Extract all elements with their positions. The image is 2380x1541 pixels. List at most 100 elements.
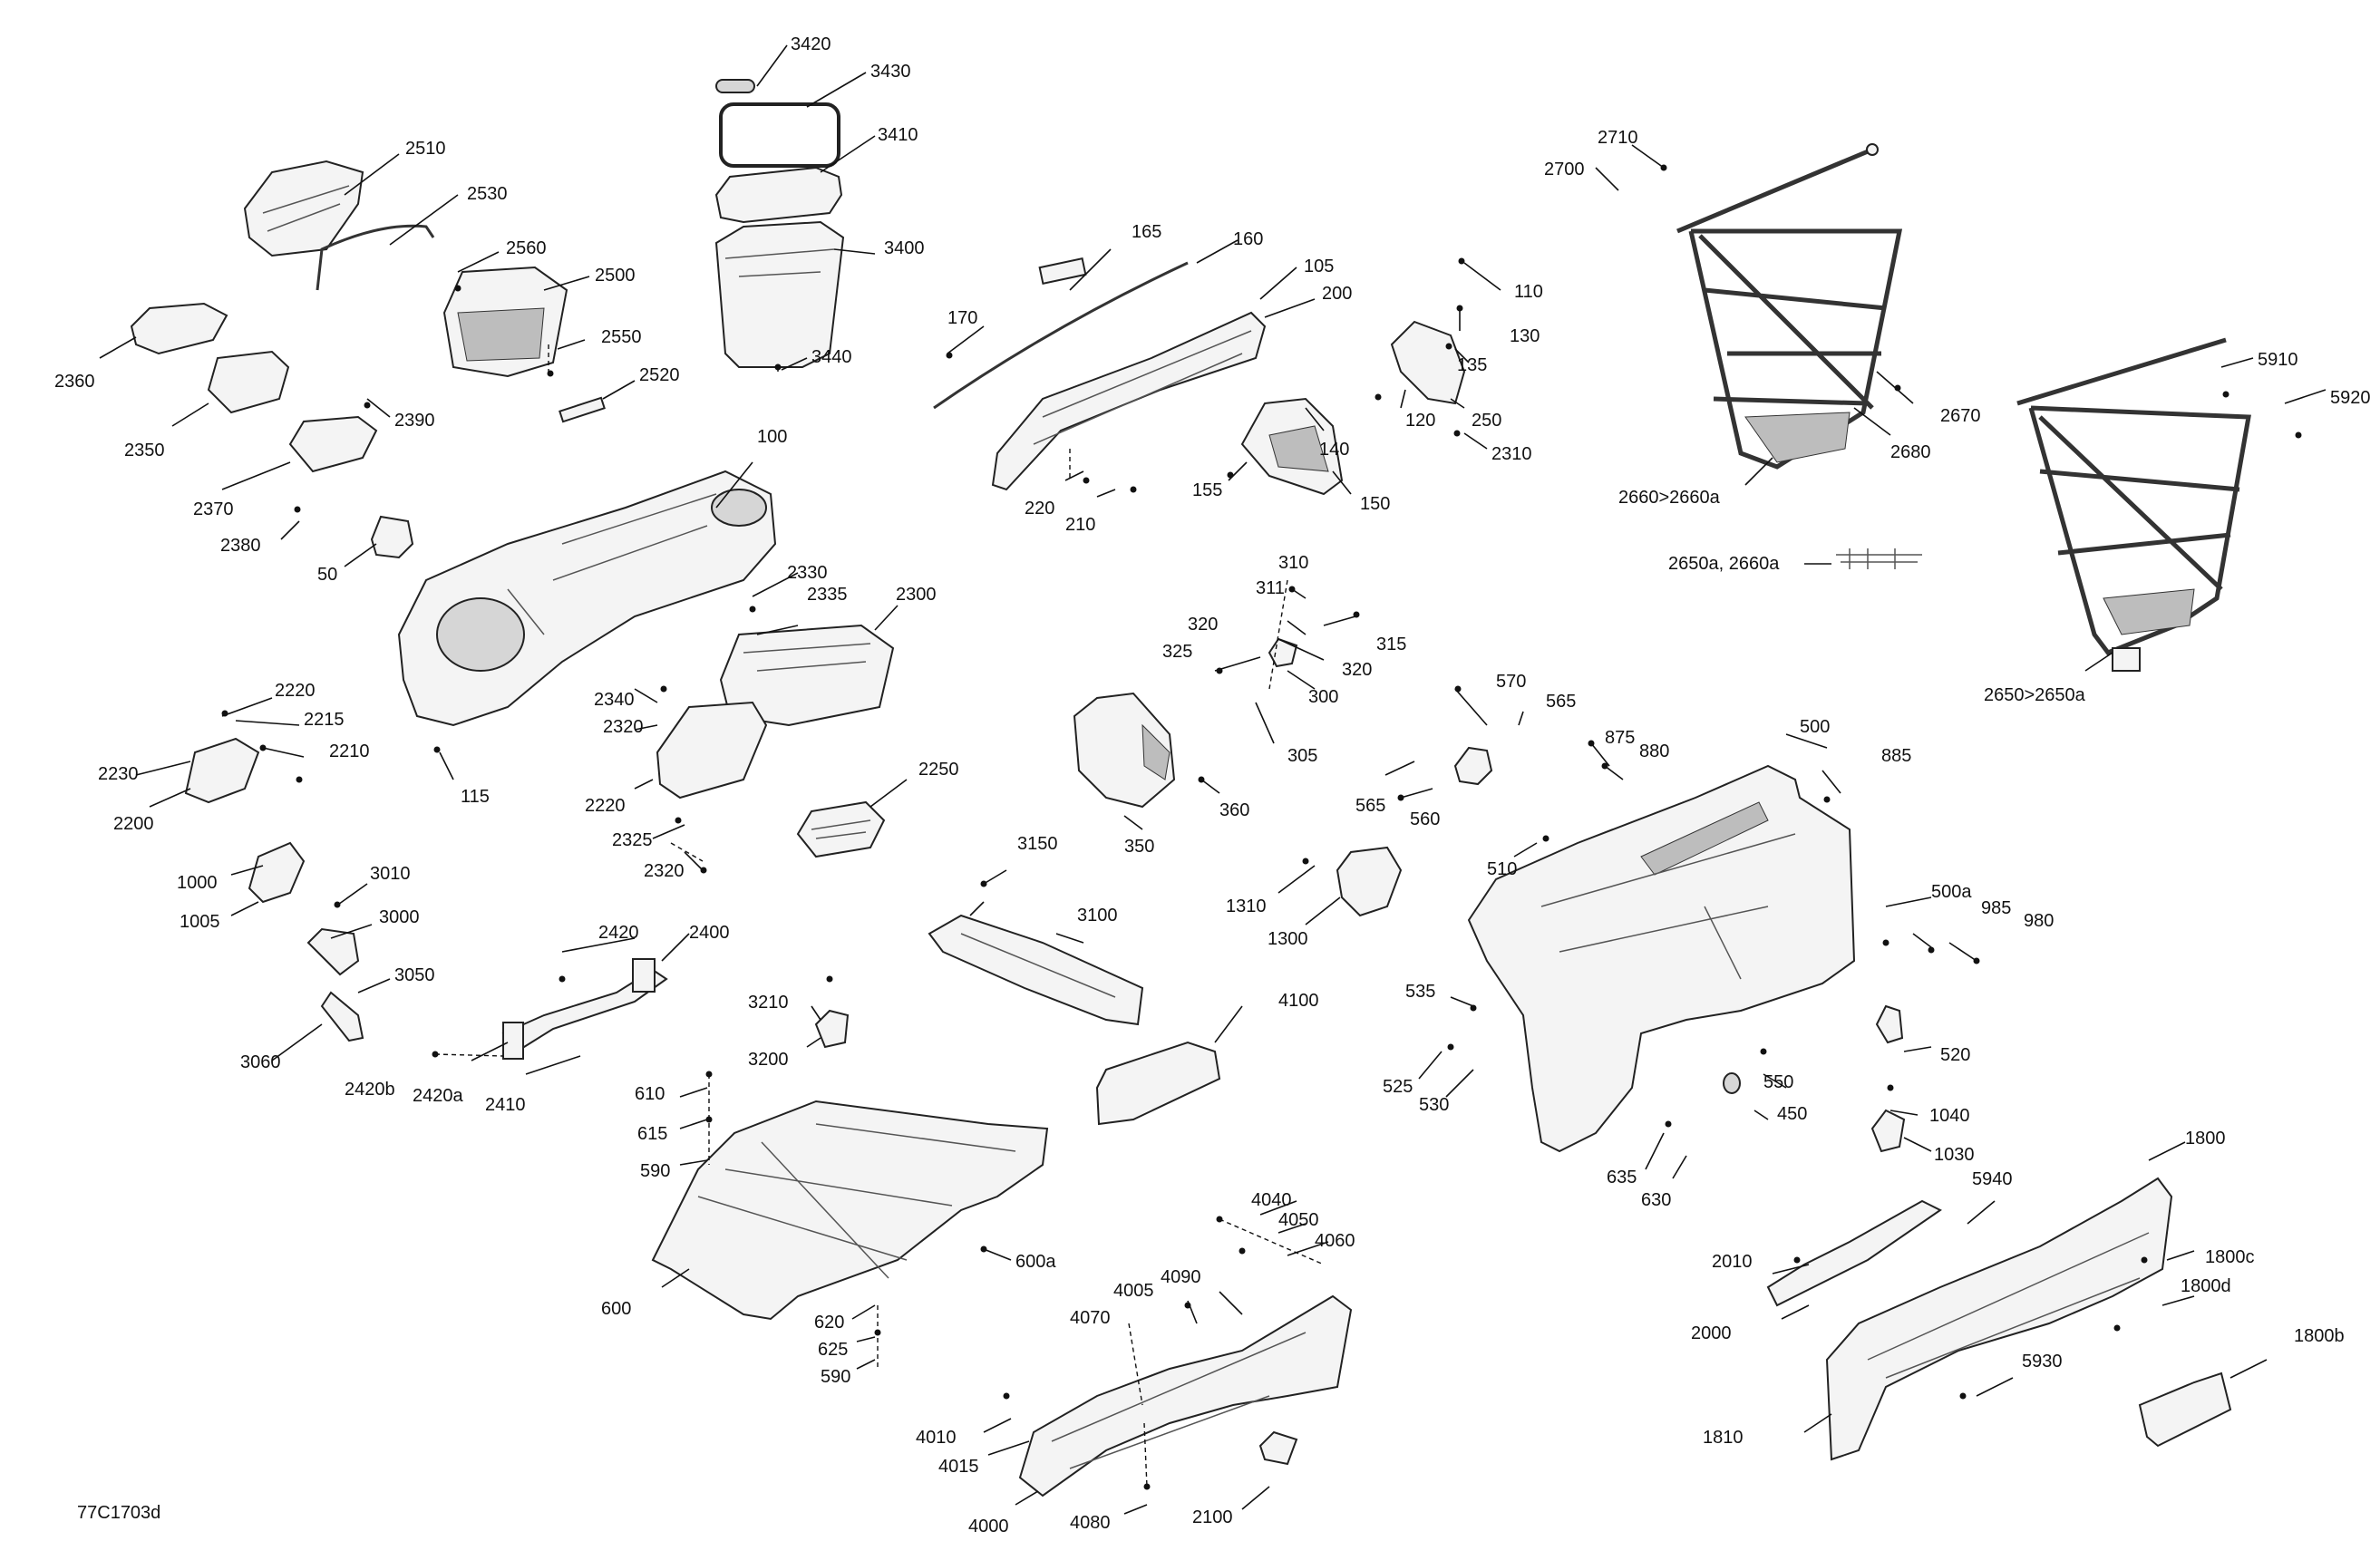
callout-635: 635 [1607, 1168, 1637, 1187]
callout-labels: 3420 3430 3410 3400 3440 2510 2530 2560 … [54, 34, 2371, 1536]
callout-2520: 2520 [639, 365, 680, 385]
callout-2010: 2010 [1712, 1252, 1753, 1272]
callout-350: 350 [1124, 837, 1154, 857]
callout-2380: 2380 [220, 536, 261, 556]
part-560 [1453, 746, 1493, 786]
storage-bin-assembly [714, 79, 845, 368]
callout-4080: 4080 [1070, 1513, 1111, 1533]
callout-105: 105 [1304, 257, 1334, 276]
legend-label: 2650a, 2660a [1668, 554, 1780, 574]
part-1800b [2138, 1371, 2232, 1448]
callout-590-upper: 590 [640, 1161, 670, 1181]
callout-535: 535 [1405, 982, 1435, 1002]
dash-support-rail [933, 257, 1267, 491]
callout-2390: 2390 [394, 411, 435, 431]
callout-100: 100 [757, 427, 787, 447]
callout-875: 875 [1605, 728, 1635, 748]
callout-2420a: 2420a [413, 1086, 463, 1106]
part-2410 [502, 1022, 524, 1060]
callout-1030: 1030 [1934, 1145, 1975, 1165]
part-1300 [1336, 846, 1403, 917]
callout-3000: 3000 [379, 907, 420, 927]
callout-3050: 3050 [394, 965, 435, 985]
cross-bar-assembly [501, 958, 668, 1060]
callout-2510: 2510 [405, 139, 446, 159]
callout-2340: 2340 [594, 690, 635, 710]
callout-880: 880 [1639, 741, 1669, 761]
callout-2400: 2400 [689, 923, 730, 943]
part-520 [1875, 1004, 1904, 1044]
part-500 [1467, 764, 1856, 1153]
callout-2210: 2210 [329, 741, 370, 761]
callout-315: 315 [1376, 635, 1406, 654]
part-3050 [320, 991, 364, 1042]
part-2000 [1766, 1199, 1942, 1307]
part-2100 [1258, 1430, 1298, 1466]
callout-4100: 4100 [1278, 991, 1319, 1011]
callout-600: 600 [601, 1299, 631, 1319]
part-2520 [559, 396, 606, 423]
callout-525: 525 [1383, 1077, 1413, 1097]
callout-300: 300 [1308, 687, 1338, 707]
callout-3060: 3060 [240, 1052, 281, 1072]
callout-130: 130 [1510, 326, 1540, 346]
part-3410 [714, 166, 843, 224]
callout-2410: 2410 [485, 1095, 526, 1115]
callout-2560: 2560 [506, 238, 547, 258]
part-2370 [288, 415, 378, 473]
part-3200 [814, 1009, 850, 1049]
callout-120: 120 [1405, 411, 1435, 431]
part-160 [933, 261, 1189, 410]
fastener-dots [221, 164, 2302, 1490]
glove-box-assembly [656, 624, 895, 800]
callout-135: 135 [1457, 355, 1487, 375]
callout-2370: 2370 [193, 499, 234, 519]
tunnel-assembly [1018, 1294, 1353, 1497]
callout-510: 510 [1487, 859, 1517, 879]
part-2320-cover [656, 701, 768, 800]
callout-590-lower: 590 [821, 1367, 850, 1387]
right-bracket-parts [1240, 320, 1466, 496]
callout-500: 500 [1800, 717, 1830, 737]
callout-305: 305 [1287, 746, 1317, 766]
callout-5910: 5910 [2258, 350, 2298, 370]
left-small-parts [184, 737, 886, 1042]
part-3000 [306, 927, 360, 976]
part-350 [1073, 692, 1176, 809]
leader-lines [99, 44, 2327, 1515]
callout-360: 360 [1219, 800, 1249, 820]
callout-4070: 4070 [1070, 1308, 1111, 1328]
callout-2320-upper: 2320 [603, 717, 644, 737]
callout-2230: 2230 [98, 764, 139, 784]
callout-311: 311 [1256, 578, 1285, 598]
callout-3410: 3410 [878, 125, 918, 145]
part-4000 [1018, 1294, 1353, 1497]
callout-885: 885 [1881, 746, 1911, 766]
callout-150: 150 [1360, 494, 1390, 514]
callout-2215: 2215 [304, 710, 345, 730]
callout-2250: 2250 [918, 760, 959, 780]
part-3420 [715, 79, 755, 93]
part-250 [1390, 320, 1466, 405]
callout-3150: 3150 [1017, 834, 1058, 854]
part-50 [370, 515, 414, 559]
callout-2710: 2710 [1598, 128, 1638, 148]
callout-110: 110 [1514, 282, 1543, 302]
callout-3430: 3430 [870, 62, 911, 82]
part-1030 [1870, 1109, 1906, 1153]
callout-520: 520 [1940, 1045, 1970, 1065]
part-2400 [501, 968, 668, 1053]
callout-2100: 2100 [1192, 1507, 1233, 1527]
dashboard-assembly [397, 470, 777, 727]
callout-1810: 1810 [1703, 1428, 1744, 1448]
part-2200 [184, 737, 260, 804]
callout-2220-glovebox: 2220 [585, 796, 626, 816]
firewall-small-parts [1453, 746, 1906, 1153]
callout-3100: 3100 [1077, 906, 1118, 926]
callout-985: 985 [1981, 898, 2011, 918]
callout-620: 620 [814, 1313, 844, 1333]
callout-5940: 5940 [1972, 1169, 2013, 1189]
callout-3400: 3400 [884, 238, 925, 258]
callout-980: 980 [2024, 911, 2054, 931]
